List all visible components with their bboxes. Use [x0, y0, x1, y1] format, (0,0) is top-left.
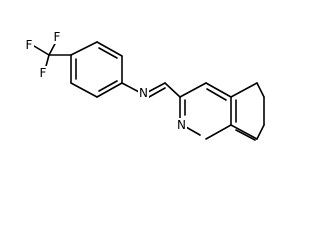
bond-ring-n [121, 82, 140, 93]
bond-n-ch [147, 82, 166, 93]
ring-bond [70, 41, 98, 56]
atom-label-f1: F [26, 38, 33, 52]
ring-bond [230, 82, 258, 98]
ring-bond [230, 124, 258, 140]
ring-double-bond [206, 88, 227, 101]
benzene-ring [70, 41, 123, 98]
ring-bond [185, 126, 201, 136]
ring-bond [70, 82, 98, 98]
ring-bond [205, 124, 232, 140]
bond-n-ch-double [148, 87, 166, 98]
pyridine-ring [179, 82, 232, 140]
ring-bond [179, 82, 207, 98]
ring-bond [256, 124, 265, 140]
atom-labels: F F F N N [24, 30, 187, 132]
atom-label-f2: F [54, 30, 61, 44]
ring-double-bond [235, 129, 256, 141]
benzo-ring [230, 82, 265, 141]
bond-ch-quinoline [164, 82, 181, 98]
atom-label-imine-n: N [139, 86, 148, 100]
atom-label-f3: F [40, 66, 47, 80]
imine-linker [121, 82, 181, 98]
ring-bond [205, 82, 232, 98]
ring-bond [96, 82, 123, 98]
structure-diagram: F F F N N [24, 30, 265, 141]
bond-c-f1 [33, 45, 50, 56]
ring-double-bond [98, 47, 118, 59]
ring-bond [96, 41, 123, 57]
ring-bond [256, 82, 265, 98]
atom-label-ring-n: N [177, 118, 186, 132]
ring-double-bond [98, 80, 118, 92]
